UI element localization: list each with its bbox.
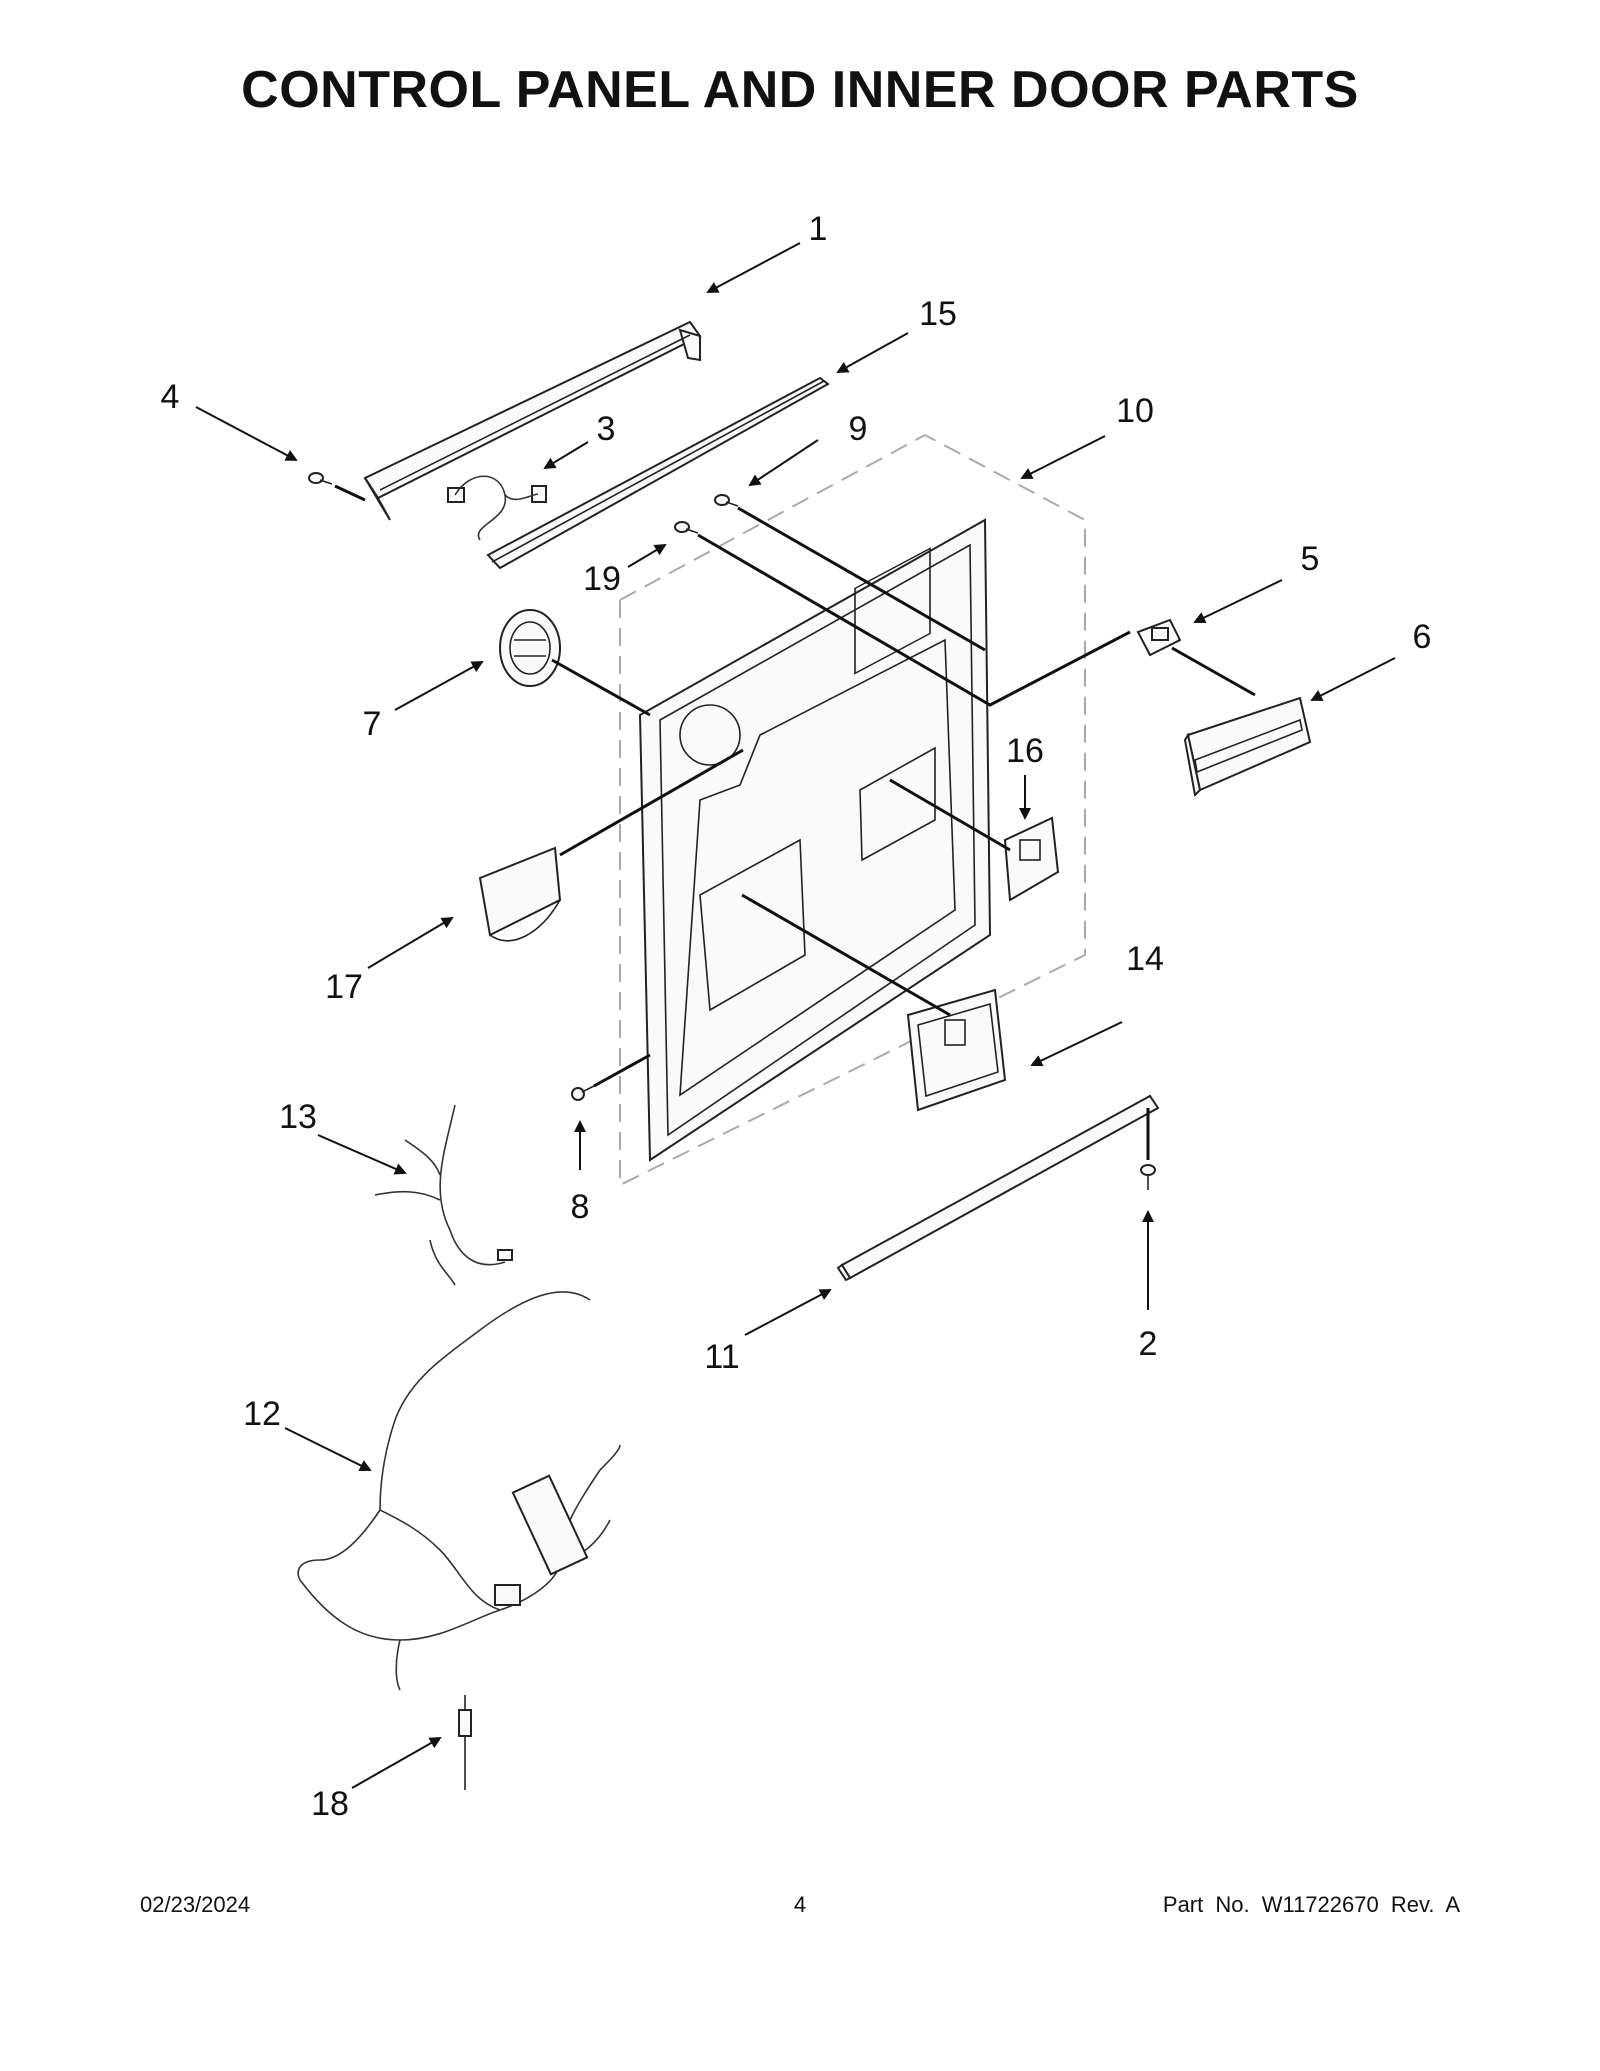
- part-8-screw: [571, 1085, 595, 1101]
- callout-15: 15: [919, 295, 957, 333]
- callout-6: 6: [1413, 618, 1432, 656]
- callout-4: 4: [161, 378, 180, 416]
- callout-13: 13: [279, 1098, 317, 1136]
- part-3-switch: [447, 475, 547, 541]
- callout-18: 18: [311, 1785, 349, 1823]
- leader-lines: [334, 484, 1256, 1160]
- part-7-vent: [499, 609, 561, 687]
- part-4-screw: [308, 472, 333, 485]
- callout-labels: 1 2 3 4 5 6 7 8 9 10 11 12 13 14 15 16 1…: [161, 210, 1432, 1823]
- part-9-screw: [714, 494, 739, 507]
- callout-12: 12: [243, 1395, 281, 1433]
- part-19-screw: [674, 521, 699, 534]
- part-6-control-module: [1183, 696, 1312, 798]
- callout-16: 16: [1006, 732, 1044, 770]
- callout-14: 14: [1126, 940, 1164, 978]
- callout-8: 8: [571, 1188, 590, 1226]
- page-title: CONTROL PANEL AND INNER DOOR PARTS: [241, 61, 1359, 119]
- callout-9: 9: [849, 410, 868, 448]
- footer-part-info: Part No. W11722670 Rev. A: [1162, 1892, 1460, 1917]
- callout-11: 11: [704, 1338, 739, 1376]
- part-16-bracket: [1003, 816, 1060, 902]
- callout-2: 2: [1139, 1325, 1158, 1363]
- part-5-latch: [1136, 618, 1182, 657]
- callout-3: 3: [597, 410, 616, 448]
- part-14-ui-module: [906, 988, 1007, 1112]
- part-12-main-harness: [297, 1291, 621, 1691]
- callout-5: 5: [1301, 540, 1320, 578]
- footer-date: 02/23/2024: [140, 1892, 251, 1917]
- part-11-trim: [836, 1094, 1160, 1282]
- part-13-harness: [374, 1104, 513, 1286]
- door-outline-dashed: [619, 434, 1086, 1187]
- callout-7: 7: [363, 705, 382, 743]
- callout-1: 1: [809, 210, 828, 248]
- part-2-screw: [1140, 1164, 1156, 1190]
- part-18-fuse: [458, 1695, 472, 1790]
- callout-17: 17: [325, 968, 363, 1006]
- callout-19: 19: [583, 560, 621, 598]
- callout-10: 10: [1116, 392, 1154, 430]
- footer-page-number: 4: [793, 1892, 807, 1917]
- part-1-control-panel: [363, 320, 702, 521]
- callout-arrows: [195, 242, 1396, 1789]
- part-17-dispenser: [478, 846, 562, 942]
- part-15-gasket: [486, 376, 830, 570]
